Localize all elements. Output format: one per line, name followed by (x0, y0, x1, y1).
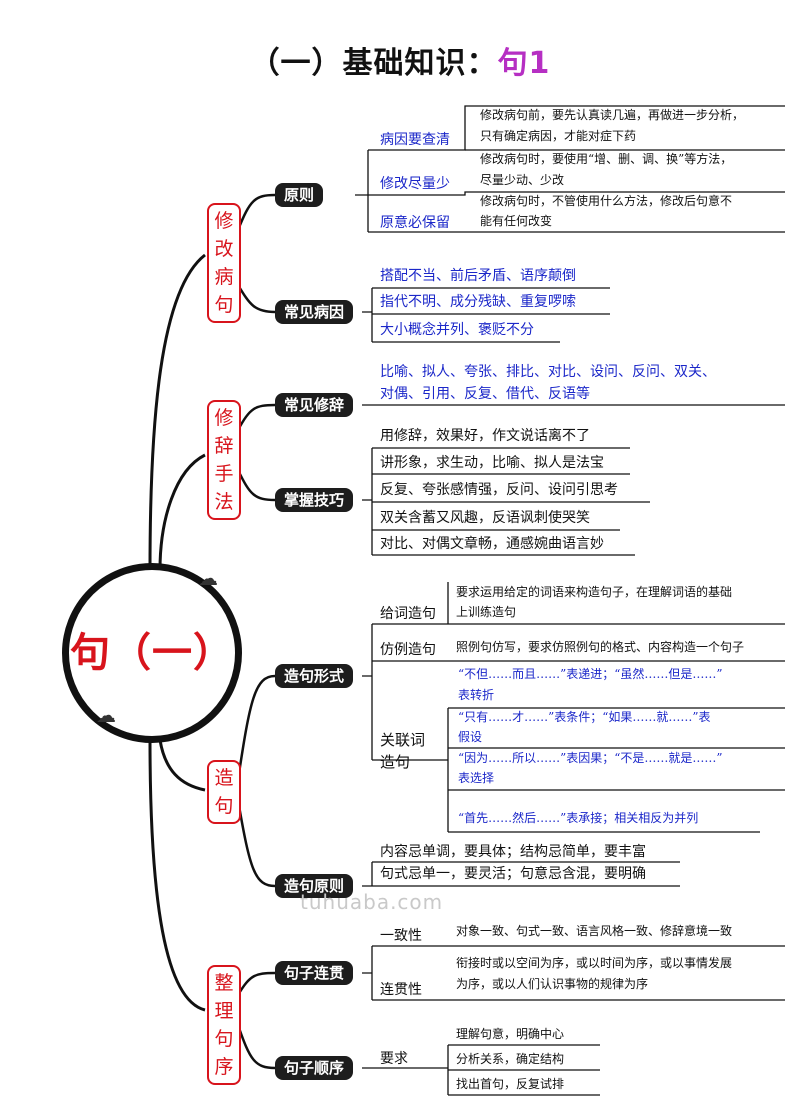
center-label: 句（一） (70, 630, 234, 676)
list-item: 指代不明、成分残缺、重复啰嗦 (380, 294, 576, 310)
sub-label: 病因要查清 (380, 132, 450, 148)
list-item: 内容忌单调，要具体；结构忌简单，要丰富 (380, 844, 646, 860)
sub-label: 连贯性 (380, 982, 422, 998)
sub-label: 要求 (380, 1051, 408, 1067)
title-main: （一）基础知识： (249, 46, 498, 81)
cloud-icon: ☁ (96, 703, 116, 727)
sub-label: 一致性 (380, 928, 422, 944)
list-item: 比喻、拟人、夸张、排比、对比、设问、反问、双关、 (380, 364, 716, 380)
detail-text: 能有任何改变 (480, 214, 553, 228)
detail-text: 分析关系，确定结构 (456, 1052, 565, 1066)
detail-text: “不但……而且……”表递进；“虽然……但是……” (458, 667, 723, 681)
sub-label: 原意必保留 (380, 215, 450, 231)
list-item: 对比、对偶文章畅，通感婉曲语言妙 (380, 536, 604, 552)
topic-label: 造句 (214, 767, 234, 817)
detail-text: 表选择 (458, 771, 495, 785)
sub-label: 给词造句 (380, 606, 436, 622)
topic-label: 修辞手法 (214, 407, 234, 513)
detail-text: “只有……才……”表条件；“如果……就……”表 (458, 710, 711, 724)
detail-text: 尽量少动、少改 (480, 173, 565, 187)
topic-xiugai-bingju: 修改病句 (207, 203, 241, 323)
topic-xiuci-shoufa: 修辞手法 (207, 400, 241, 520)
topic-zhengli-juxu: 整理句序 (207, 965, 241, 1085)
detail-text: 理解句意，明确中心 (456, 1027, 565, 1041)
detail-text: 修改病句时，要使用“增、删、调、换”等方法， (480, 152, 733, 166)
branch-yuanze: 原则 (275, 183, 324, 207)
detail-text: “因为……所以……”表因果；“不是……就是……” (458, 751, 723, 765)
detail-text: 照例句仿写，要求仿照例句的格式、内容构造一个句子 (456, 640, 745, 654)
branch-juzi-shunxu: 句子顺序 (275, 1056, 354, 1080)
list-item: 对偶、引用、反复、借代、反语等 (380, 386, 590, 402)
detail-text: 找出首句，反复试排 (456, 1077, 565, 1091)
watermark: tuhuaba.com (300, 890, 444, 914)
branch-juzi-lianguan: 句子连贯 (275, 961, 354, 985)
detail-text: 假设 (458, 730, 483, 744)
center-ring (62, 563, 242, 743)
detail-text: 修改病句前，要先认真读几遍，再做进一步分析， (480, 108, 745, 122)
detail-text: 衔接时或以空间为序，或以时间为序，或以事情发展 (456, 956, 733, 970)
title-highlight: 句1 (497, 46, 551, 81)
sub-label: 仿例造句 (380, 642, 436, 658)
topic-label: 整理句序 (214, 972, 234, 1078)
list-item: 双关含蓄又风趣，反语讽刺使哭笑 (380, 510, 590, 526)
detail-text: 要求运用给定的词语来构造句子，在理解词语的基础 (456, 585, 733, 599)
list-item: 搭配不当、前后矛盾、语序颠倒 (380, 268, 576, 284)
cloud-icon: ☁ (198, 566, 218, 590)
detail-text: “首先……然后……”表承接；相关相反为并列 (458, 811, 699, 825)
detail-text: 修改病句时，不管使用什么方法，修改后句意不 (480, 194, 733, 208)
detail-text: 为序，或以人们认识事物的规律为序 (456, 977, 649, 991)
detail-text: 对象一致、句式一致、语言风格一致、修辞意境一致 (456, 924, 733, 938)
list-item: 用修辞，效果好，作文说话离不了 (380, 428, 590, 444)
detail-text: 表转折 (458, 688, 495, 702)
detail-text: 只有确定病因，才能对症下药 (480, 129, 637, 143)
list-item: 反复、夸张感情强，反问、设问引思考 (380, 482, 618, 498)
branch-zaoju-xingshi: 造句形式 (275, 664, 354, 688)
topic-zaoju: 造句 (207, 760, 241, 824)
branch-changjian-bingyin: 常见病因 (275, 300, 354, 324)
page-title: （一）基础知识：句1 (0, 38, 800, 82)
sub-label: 关联词造句 (380, 731, 426, 771)
branch-zaoju-yuanze: 造句原则 (275, 874, 354, 898)
sub-label: 修改尽量少 (380, 176, 450, 192)
list-item: 讲形象，求生动，比喻、拟人是法宝 (380, 455, 604, 471)
list-item: 大小概念并列、褒贬不分 (380, 322, 534, 338)
detail-text: 上训练造句 (456, 605, 517, 619)
list-item: 句式忌单一，要灵活；句意忌含混，要明确 (380, 866, 646, 882)
topic-label: 修改病句 (214, 210, 234, 316)
branch-changjian-xiuci: 常见修辞 (275, 393, 354, 417)
branch-zhangwo-jiqiao: 掌握技巧 (275, 488, 354, 512)
